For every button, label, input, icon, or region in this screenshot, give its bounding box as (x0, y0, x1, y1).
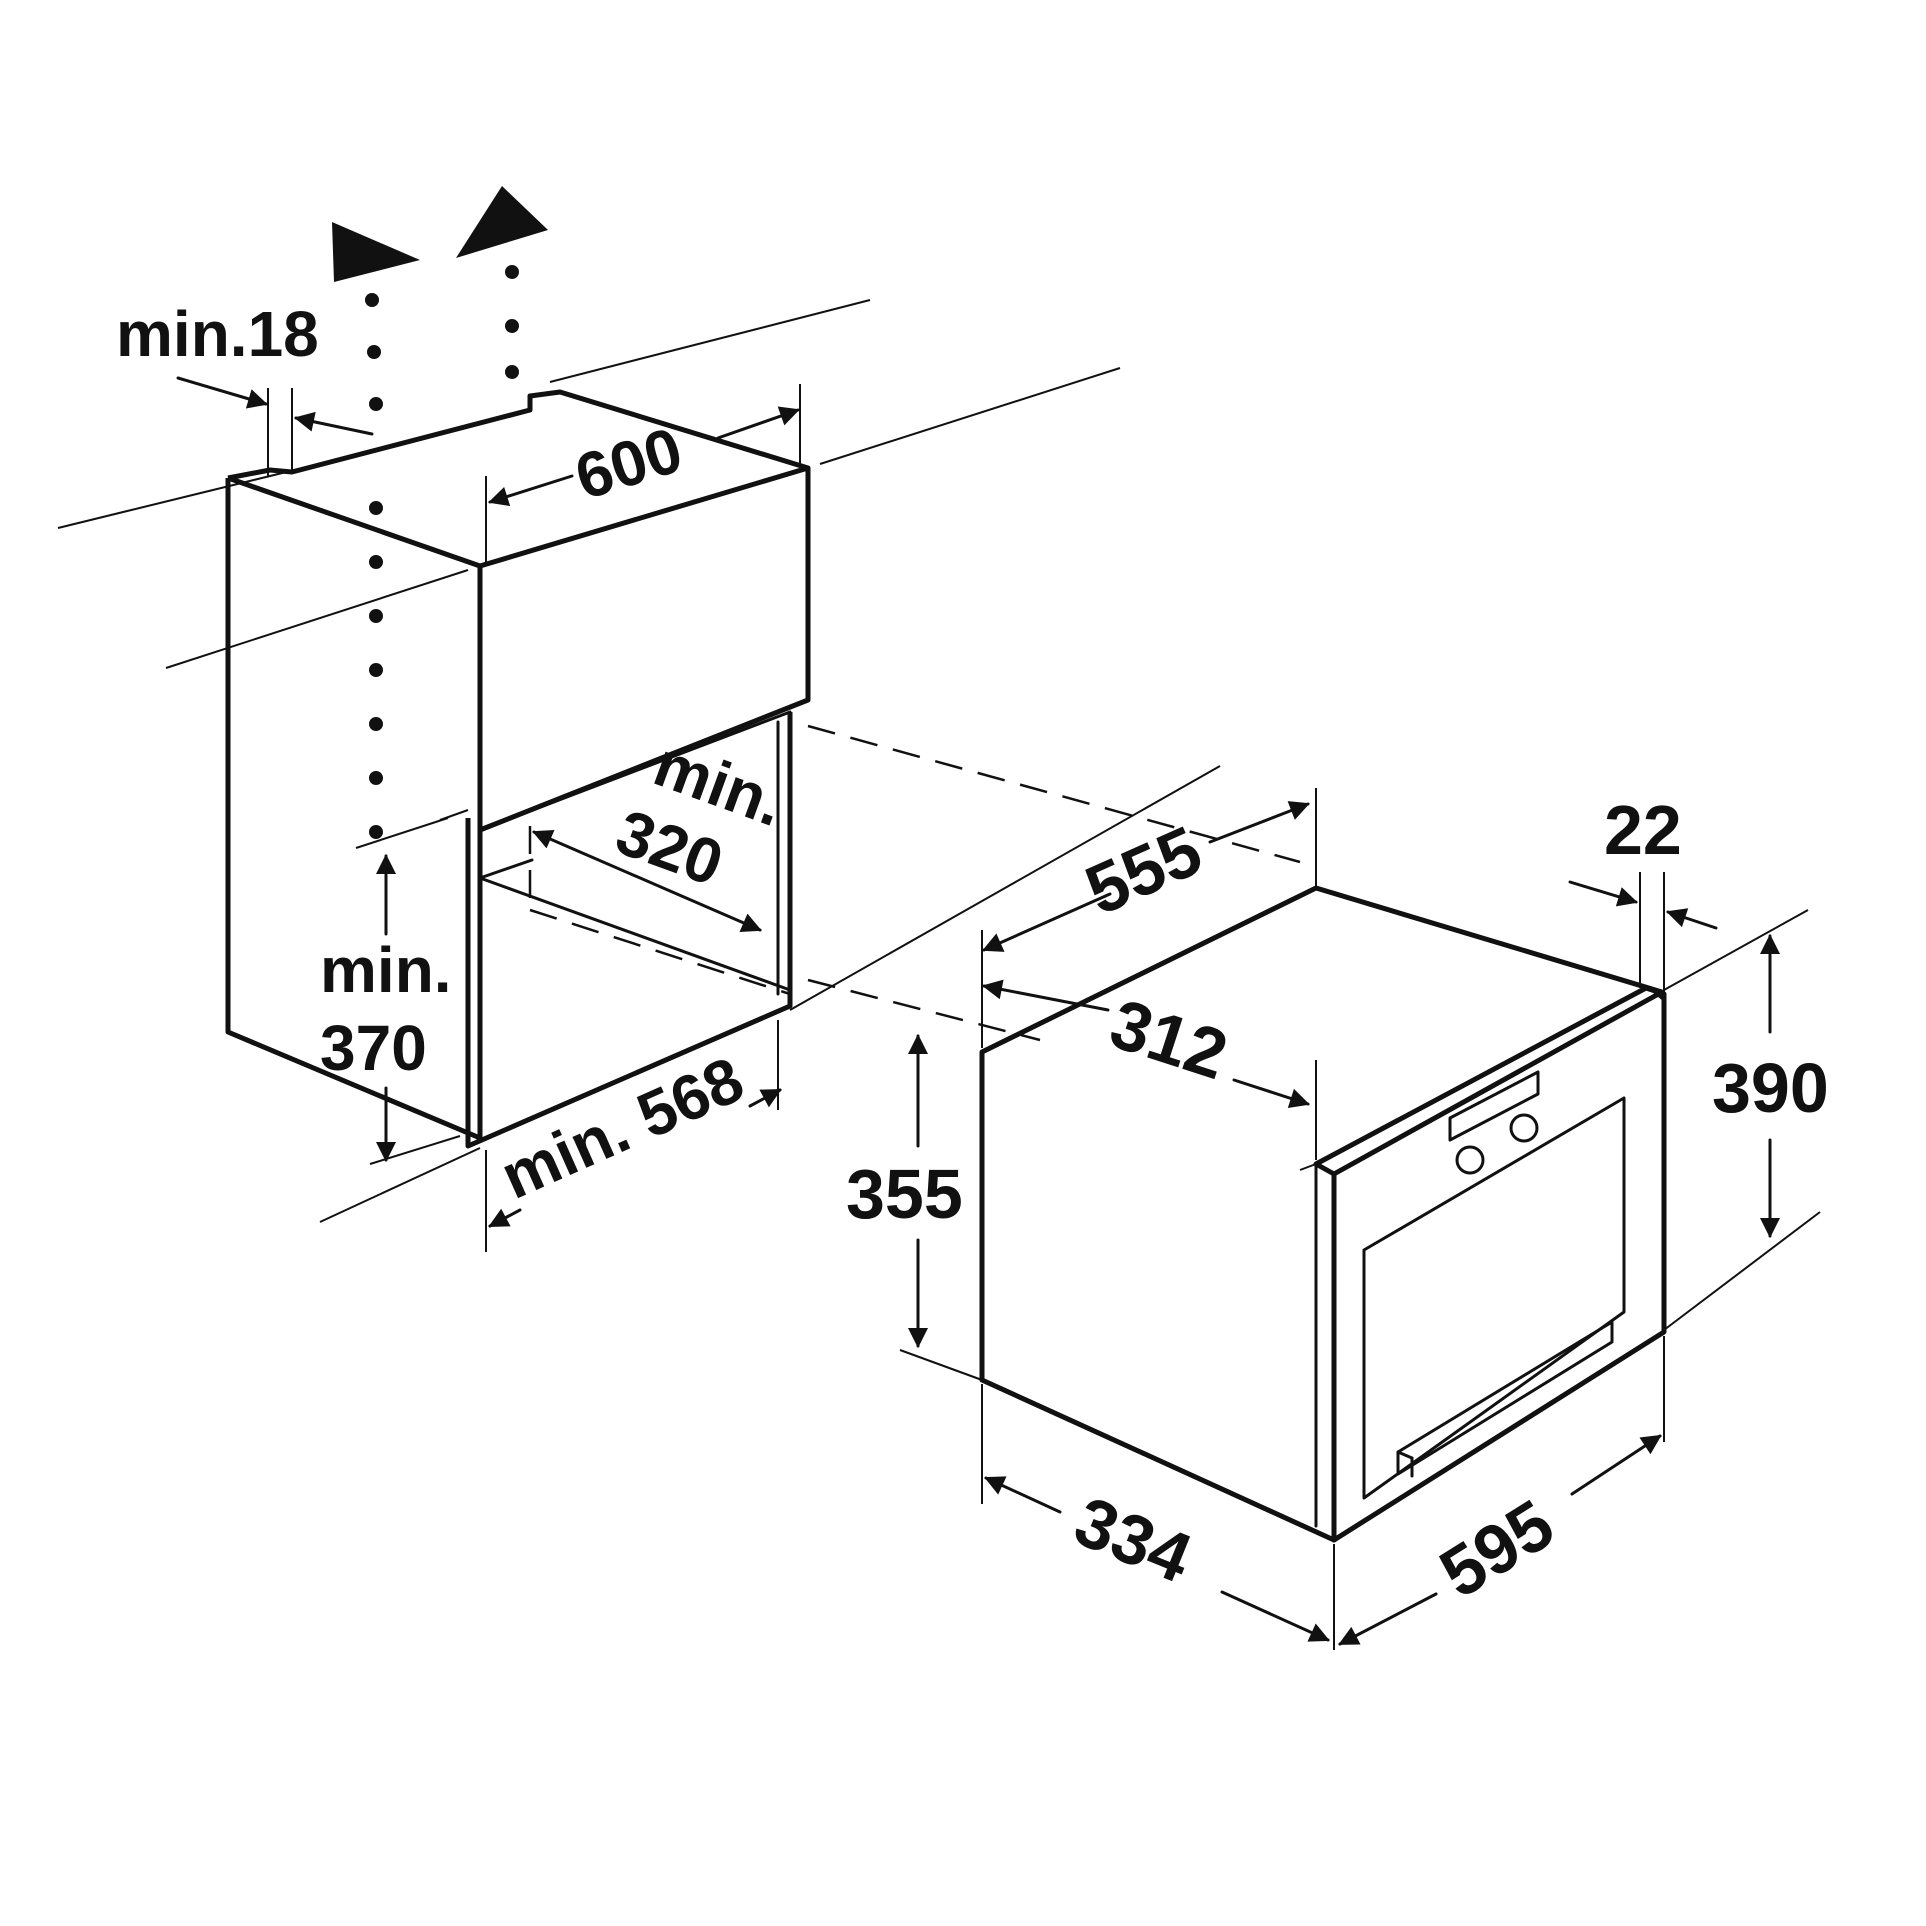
label-22: 22 (1604, 791, 1682, 869)
oven-front-panel (1313, 985, 1667, 1543)
vent-dots-right (505, 265, 519, 379)
oven-knob-right-icon (1509, 1113, 1539, 1143)
label-555: 555 (1074, 811, 1212, 930)
oven-appliance (979, 885, 1667, 1543)
dimension-555: 555 (982, 801, 1310, 952)
cabinet-niche (225, 389, 1301, 1149)
dimension-355: 355 (846, 1034, 963, 1348)
oven-window (1362, 1096, 1626, 1500)
construction-lines-left (57, 299, 1221, 1223)
label-312: 312 (1101, 984, 1236, 1094)
label-min370-line1: min. (320, 934, 452, 1006)
label-min18: min.18 (116, 298, 319, 370)
oven-body (979, 885, 1665, 1543)
vent-dots-left (365, 293, 383, 839)
dimension-min568: min. 568 (485, 1020, 782, 1252)
niche-opening (465, 712, 793, 1149)
dimension-600: 600 (485, 384, 801, 566)
oven-knob-left-icon (1455, 1145, 1485, 1175)
dimension-334: 334 (984, 1476, 1330, 1642)
oven-handle (1396, 1320, 1614, 1476)
label-595: 595 (1427, 1485, 1567, 1613)
label-334: 334 (1064, 1482, 1202, 1598)
label-390: 390 (1712, 1049, 1829, 1127)
dimension-min18: min.18 (116, 298, 374, 476)
dimension-min370: min. 370 (320, 817, 461, 1165)
construction-lines-right (899, 788, 1821, 1650)
dimension-min320: min. 320 (532, 727, 793, 933)
dimension-22: 22 (1568, 791, 1718, 930)
label-600: 600 (567, 413, 690, 513)
dimension-312: 312 (982, 979, 1317, 1160)
label-min370-line2: 370 (320, 1012, 427, 1084)
cabinet-front-edge (227, 465, 809, 569)
vent-arrow-right-icon (456, 186, 548, 258)
label-355: 355 (846, 1155, 963, 1233)
ventilation-flow (332, 186, 548, 839)
oven-display (1448, 1070, 1540, 1142)
label-min568: min. 568 (490, 1043, 753, 1213)
dimension-390: 390 (1712, 934, 1829, 1238)
vent-arrow-left-icon (332, 222, 420, 282)
dimension-595: 595 (1338, 1434, 1662, 1646)
